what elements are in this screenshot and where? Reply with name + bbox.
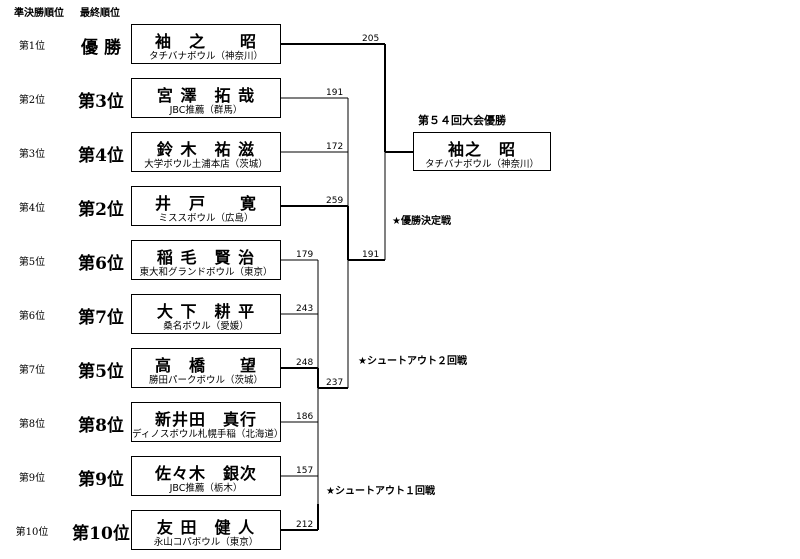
champion-title: 第５４回大会優勝: [418, 114, 506, 127]
player-affiliation: JBC推薦（群馬）: [169, 105, 243, 116]
semifinal-seed-label: 第6位: [18, 311, 46, 322]
shootout-round3-lines: [281, 259, 349, 389]
note-shootout-round1: ★シュートアウト１回戦: [326, 486, 435, 497]
player-affiliation: ミススボウル（広島）: [158, 213, 254, 224]
player-box: 稲 毛 賢 治東大和グランドボウル（東京）: [131, 240, 281, 280]
player-affiliation: 桑名ボウル（愛媛）: [163, 321, 249, 332]
player-box: 高 橋 望勝田パークボウル（茨城）: [131, 348, 281, 388]
player-name: 井 戸 寛: [154, 194, 257, 213]
semifinal-seed-label: 第8位: [18, 419, 46, 430]
final-rank-label: 第3位: [78, 92, 124, 112]
score-semi-p2: 191: [326, 88, 343, 98]
player-name: 鈴 木 祐 滋: [156, 140, 256, 159]
player-affiliation: JBC推薦（栃木）: [169, 483, 243, 494]
final-rank-label: 第6位: [78, 254, 124, 274]
player-box: 井 戸 寛ミススボウル（広島）: [131, 186, 281, 226]
score-s2-p7: 248: [296, 358, 313, 368]
player-affiliation: 永山コパボウル（東京）: [153, 537, 259, 548]
player-name: 高 橋 望: [154, 356, 257, 375]
final-rank-label: 第8位: [78, 416, 124, 436]
player-affiliation: タチバナボウル（神奈川）: [148, 51, 263, 62]
player-name: 佐々木 銀次: [154, 464, 257, 483]
score-s3-p7: 237: [326, 378, 343, 388]
player-name: 稲 毛 賢 治: [156, 248, 256, 267]
final-rank-label: 第2位: [78, 200, 124, 220]
player-affiliation: 勝田パークボウル（茨城）: [148, 375, 263, 386]
score-s1-p9: 157: [296, 466, 313, 476]
player-box: 鈴 木 祐 滋大学ボウル土浦本店（茨城）: [131, 132, 281, 172]
player-name: 宮 澤 拓 哉: [156, 86, 256, 105]
score-final-p4: 191: [362, 250, 379, 260]
score-s2-p6: 243: [296, 304, 313, 314]
semifinal-seed-label: 第3位: [18, 149, 46, 160]
final-rank-label: 第5位: [78, 362, 124, 382]
semifinal-seed-label: 第7位: [18, 365, 46, 376]
player-box: 大 下 耕 平桑名ボウル（愛媛）: [131, 294, 281, 334]
player-box: 新井田 真行ディノスボウル札幌手稲（北海道）: [131, 402, 284, 442]
final-rank-label: 優 勝: [81, 38, 121, 58]
note-final-match: ★優勝決定戦: [392, 216, 451, 227]
score-s3-p5: 179: [296, 250, 313, 260]
player-name: 新井田 真行: [154, 410, 257, 429]
final-lines: [281, 43, 413, 260]
champion-box: 袖之 昭 タチバナボウル（神奈川）: [413, 132, 551, 171]
score-s2-p8: 186: [296, 412, 313, 422]
semifinal-seed-label: 第5位: [18, 257, 46, 268]
score-s1-p10: 212: [296, 520, 313, 530]
player-box: 友 田 健 人永山コパボウル（東京）: [131, 510, 281, 550]
player-affiliation: 東大和グランドボウル（東京）: [139, 267, 273, 278]
player-affiliation: ディノスボウル札幌手稲（北海道）: [132, 429, 284, 440]
player-name: 袖 之 昭: [154, 32, 257, 51]
score-semi-p3: 172: [326, 142, 343, 152]
final-rank-label: 第9位: [78, 470, 124, 490]
semifinal-seed-label: 第9位: [18, 473, 46, 484]
player-affiliation: 大学ボウル土浦本店（茨城）: [144, 159, 268, 170]
final-rank-label: 第7位: [78, 308, 124, 328]
semifinal-lines: [281, 97, 385, 314]
semifinal-seed-label: 第2位: [18, 95, 46, 106]
score-final-p1: 205: [362, 34, 379, 44]
note-shootout-round2: ★シュートアウト２回戦: [358, 356, 467, 367]
final-rank-label: 第10位: [72, 524, 130, 544]
header-final-rank: 最終順位: [80, 8, 120, 19]
champion-affiliation: タチバナボウル（神奈川）: [424, 159, 539, 170]
final-rank-label: 第4位: [78, 146, 124, 166]
player-name: 大 下 耕 平: [156, 302, 256, 321]
champion-name: 袖之 昭: [447, 140, 516, 159]
player-name: 友 田 健 人: [156, 518, 256, 537]
semifinal-seed-label: 第1位: [18, 41, 46, 52]
score-semi-p4: 259: [326, 196, 343, 206]
header-semifinal-seed: 準決勝順位: [14, 8, 64, 19]
player-box: 袖 之 昭タチバナボウル（神奈川）: [131, 24, 281, 64]
semifinal-seed-label: 第4位: [18, 203, 46, 214]
semifinal-seed-label: 第10位: [15, 527, 49, 538]
